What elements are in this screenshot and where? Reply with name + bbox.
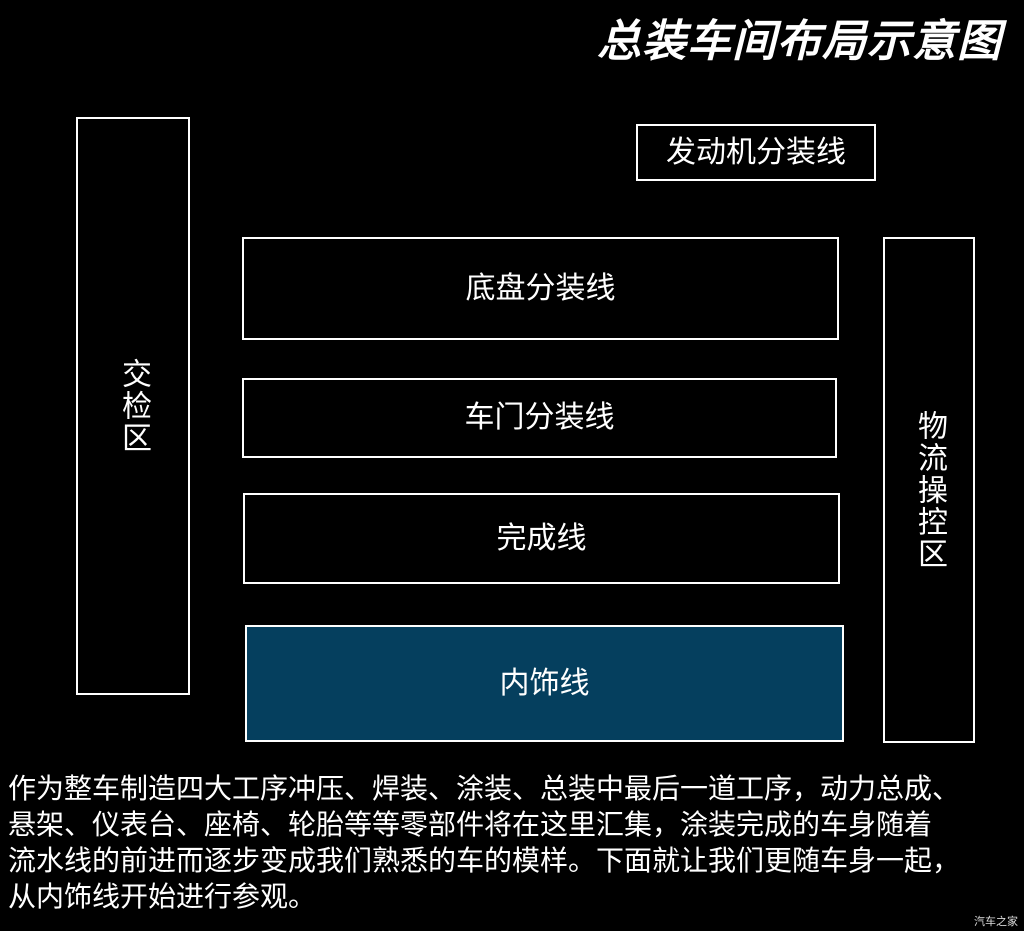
description-line: 从内饰线开始进行参观。 (8, 880, 317, 913)
engine-subassembly-label: 发动机分装线 (666, 134, 846, 170)
completion-line-label: 完成线 (496, 520, 587, 556)
door-subassembly-label: 车门分装线 (464, 400, 615, 435)
watermark: 汽车之家 (974, 915, 1018, 928)
logistics-control-zone: 物流操控区 (883, 237, 975, 743)
logistics-control-zone-label: 物流操控区 (912, 410, 947, 570)
chassis-subassembly-line: 底盘分装线 (242, 237, 839, 340)
inspection-zone-label: 交检区 (116, 358, 151, 454)
description-line: 作为整车制造四大工序冲压、焊装、涂装、总装中最后一道工序，动力总成、 (8, 772, 961, 805)
chassis-subassembly-label: 底盘分装线 (465, 270, 616, 306)
completion-line: 完成线 (243, 493, 840, 584)
engine-subassembly-line: 发动机分装线 (636, 124, 876, 181)
description-text: 作为整车制造四大工序冲压、焊装、涂装、总装中最后一道工序，动力总成、 悬架、仪表… (8, 771, 1020, 915)
description-line: 流水线的前进而逐步变成我们熟悉的车的模样。下面就让我们更随车身一起， (8, 844, 961, 877)
interior-trim-line-label: 内饰线 (499, 665, 590, 701)
interior-trim-line: 内饰线 (245, 625, 844, 742)
diagram-title: 总装车间布局示意图 (597, 16, 1002, 67)
description-line: 悬架、仪表台、座椅、轮胎等等零部件将在这里汇集，涂装完成的车身随着 (8, 808, 933, 841)
inspection-zone: 交检区 (76, 117, 190, 695)
door-subassembly-line: 车门分装线 (242, 378, 837, 458)
